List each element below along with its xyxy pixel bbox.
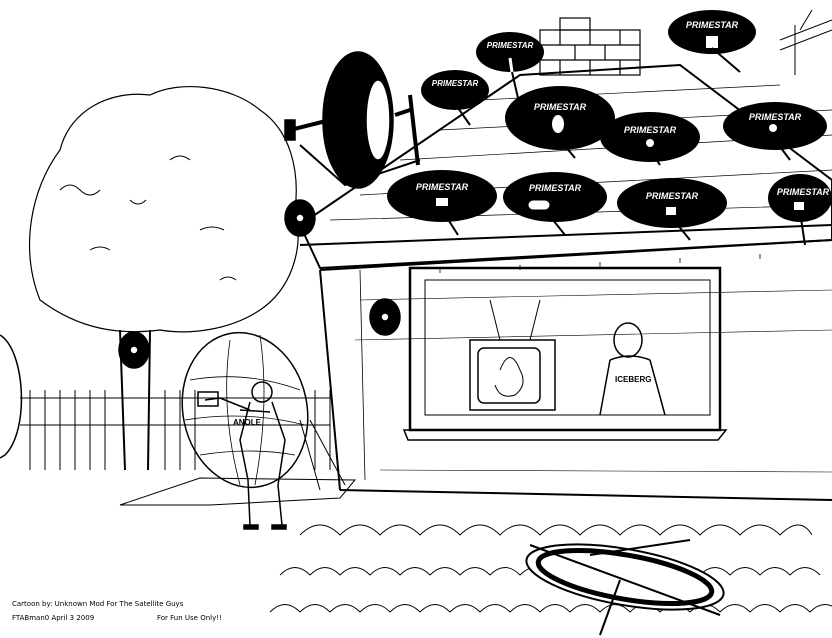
primestar-dish: PRIMESTAR [768,174,832,246]
svg-text:PRIMESTAR: PRIMESTAR [777,187,830,197]
caption-disclaimer: For Fun Use Only!! [157,614,222,622]
viewer-shirt-label: ICEBERG [615,375,651,384]
primestar-dish: PRIMESTAR [421,70,489,126]
giant-roof-dish [284,51,421,189]
svg-text:PRIMESTAR: PRIMESTAR [624,125,677,135]
tv-set [469,299,556,411]
tree [29,86,299,471]
primestar-dish: PRIMESTAR [668,10,756,73]
man-shirt-label: ANOLE [233,418,262,427]
primestar-dish: PRIMESTAR [387,170,497,236]
svg-text:PRIMESTAR: PRIMESTAR [534,102,587,112]
ground-mesh-dish [181,331,346,491]
svg-text:PRIMESTAR: PRIMESTAR [529,183,582,193]
primestar-dish: PRIMESTAR [503,172,607,236]
svg-text:PRIMESTAR: PRIMESTAR [646,191,699,201]
svg-text:PRIMESTAR: PRIMESTAR [749,112,802,122]
primestar-dishes: PRIMESTAR PRIMESTAR PRIMESTAR PRIMESTAR … [387,10,832,246]
svg-text:PRIMESTAR: PRIMESTAR [686,20,739,30]
caption-author-date: FTABman0 April 3 2009 [12,614,95,622]
house [319,239,832,501]
man-with-feedhorn [197,381,287,530]
svg-text:PRIMESTAR: PRIMESTAR [487,41,534,50]
front-window [402,266,728,441]
primestar-dish: PRIMESTAR [617,178,727,241]
fallen-dish [525,539,725,636]
ground-slab [119,477,357,506]
primestar-dish: PRIMESTAR [723,102,827,161]
caption-line-1: Cartoon by: Unknown Mod For The Satellit… [12,600,184,608]
primestar-dish: PRIMESTAR [505,86,615,159]
primestar-dish: PRIMESTAR [476,32,544,99]
tv-antenna [779,9,832,75]
svg-text:PRIMESTAR: PRIMESTAR [432,79,479,88]
picket-fence [20,390,331,470]
svg-text:PRIMESTAR: PRIMESTAR [416,182,469,192]
small-round-dishes [118,199,401,369]
viewer-man [599,322,666,416]
left-edge-dish [0,334,23,459]
primestar-dish: PRIMESTAR [600,112,700,166]
chimney [539,17,641,76]
